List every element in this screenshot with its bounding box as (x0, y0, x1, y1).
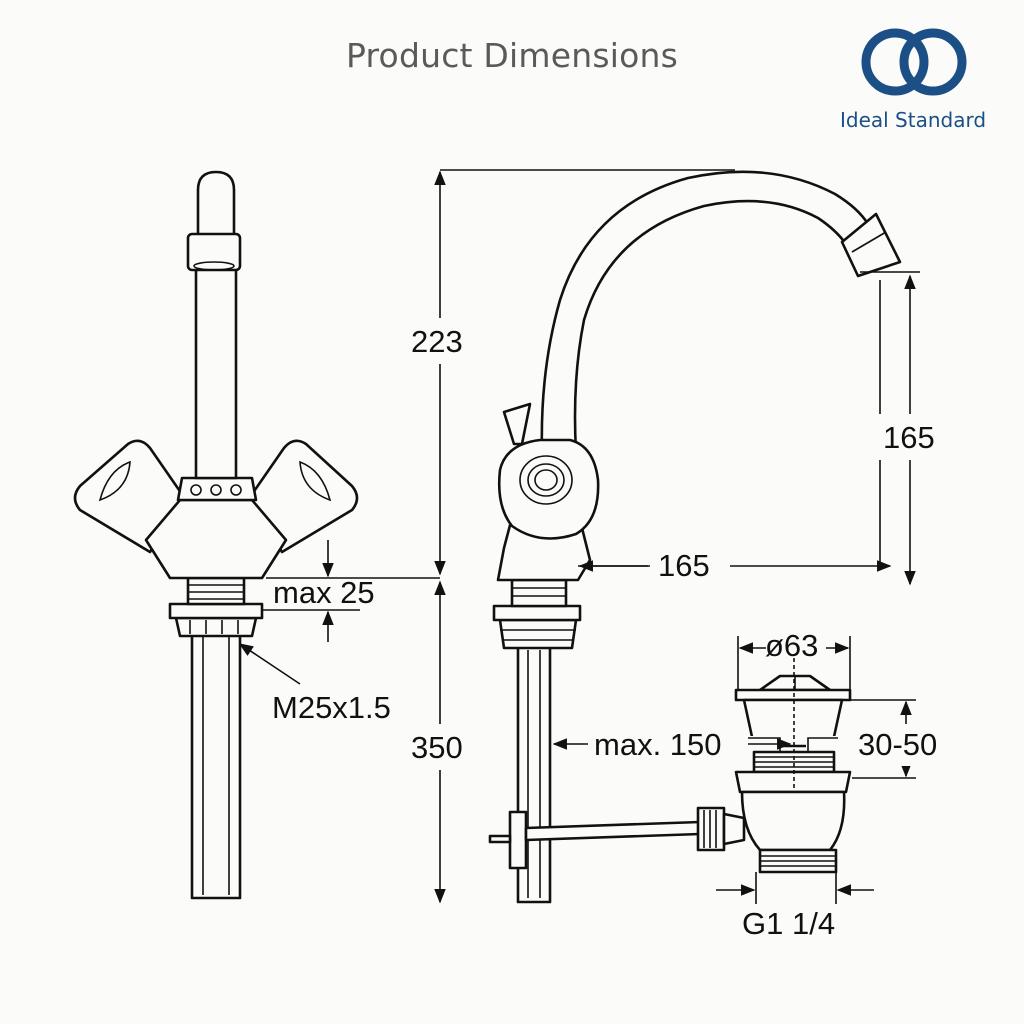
waste-assembly (696, 658, 852, 874)
deck-thickness-dimension: max 25 (262, 540, 440, 642)
faucet-side-view (488, 170, 902, 904)
rod-length-label: max. 150 (594, 727, 722, 762)
height-dimension: 223 350 (400, 169, 735, 904)
waste-diameter-dimension: ø63 (737, 628, 851, 690)
reach-dimension: 165 (578, 548, 892, 583)
faucet-front-view (73, 170, 359, 900)
thread-callout: M25x1.5 (238, 643, 391, 725)
deck-thickness-label: max 25 (273, 575, 375, 610)
waste-height-dimension: 30-50 (850, 699, 952, 779)
total-height-label: 223 (411, 324, 463, 359)
spout-reach-label: 165 (658, 548, 710, 583)
waste-diameter-label: ø63 (765, 628, 818, 663)
spout-height-label: 165 (883, 420, 935, 455)
outlet-thread-dimension: G1 1/4 (716, 872, 874, 941)
spout-height-dimension: 165 (860, 271, 948, 586)
thread-label: M25x1.5 (272, 690, 391, 725)
waste-height-label: 30-50 (858, 727, 937, 762)
brand-name: Ideal Standard (839, 108, 987, 132)
outlet-thread-label: G1 1/4 (742, 906, 835, 941)
rod-length-dimension: max. 150 (552, 727, 792, 762)
pipe-length-label: 350 (411, 730, 463, 765)
interlocking-rings-icon (861, 28, 967, 96)
page-title: Product Dimensions (346, 36, 678, 75)
